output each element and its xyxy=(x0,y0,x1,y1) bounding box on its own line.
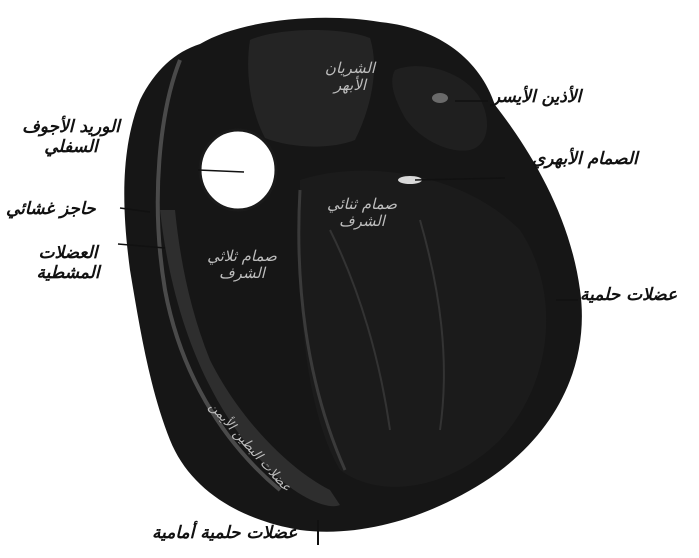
septum-label: حاجز غشائي xyxy=(6,200,96,220)
left-atrium-spot xyxy=(432,93,448,103)
anterior-papillary-label: عضلات حلمية أمامية xyxy=(152,524,297,544)
tricuspid-inner-label: صمام ثلاثي الشرف xyxy=(196,248,288,283)
aorta-inner-label: الشريان الأبهر xyxy=(318,60,382,95)
ivc-label: الوريد الأجوف السفلي xyxy=(4,118,138,157)
aortic-valve-label: الصمام الأبهري xyxy=(532,150,638,170)
left-atrium-label: الأذين الأيسر xyxy=(492,88,581,108)
mitral-inner-label: صمام ثنائي الشرف xyxy=(318,196,406,231)
pectinate-label: العضلات المشطية xyxy=(20,244,116,283)
papillary-label: عضلات حلمية xyxy=(580,286,677,306)
